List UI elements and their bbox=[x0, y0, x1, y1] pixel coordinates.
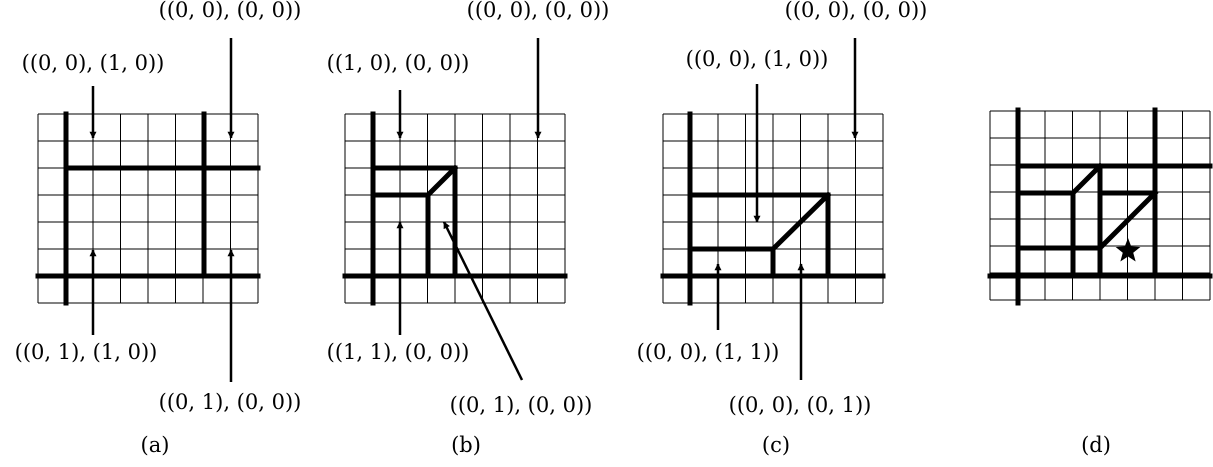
label-c-bottom-right: ((0, 0), (0, 1)) bbox=[729, 393, 872, 417]
label-a-bottom-left: ((0, 1), (1, 0)) bbox=[15, 340, 158, 364]
panel-c: ((0, 0), (1, 0)) ((0, 0), (0, 0)) ((0, 0… bbox=[637, 0, 928, 457]
arrows-c bbox=[714, 38, 859, 380]
thick-lines-b bbox=[342, 111, 568, 306]
label-c-top-left: ((0, 0), (1, 0)) bbox=[686, 47, 829, 71]
thick-lines-d bbox=[987, 107, 1213, 306]
panel-b: ((1, 0), (0, 0)) ((0, 0), (0, 0)) ((1, 1… bbox=[327, 0, 610, 457]
star-icon bbox=[1115, 238, 1141, 262]
label-b-bottom-right: ((0, 1), (0, 0)) bbox=[450, 393, 593, 417]
caption-c: (c) bbox=[762, 433, 790, 457]
label-a-top-right: ((0, 0), (0, 0)) bbox=[159, 0, 302, 22]
caption-b: (b) bbox=[451, 433, 481, 457]
thick-lines-a bbox=[35, 111, 261, 306]
arrows-b bbox=[396, 38, 542, 381]
panel-d: (d) bbox=[987, 107, 1213, 457]
caption-a: (a) bbox=[141, 433, 170, 457]
label-b-top-left: ((1, 0), (0, 0)) bbox=[327, 51, 470, 75]
label-a-top-left: ((0, 0), (1, 0)) bbox=[22, 51, 165, 75]
thick-lines-c bbox=[660, 111, 886, 306]
label-b-bottom-left: ((1, 1), (0, 0)) bbox=[327, 340, 470, 364]
caption-d: (d) bbox=[1081, 433, 1111, 457]
label-c-bottom-left: ((0, 0), (1, 1)) bbox=[637, 340, 780, 364]
panel-a: ((0, 0), (0, 0)) ((0, 0), (1, 0)) ((0, 1… bbox=[15, 0, 302, 457]
label-b-top-right: ((0, 0), (0, 0)) bbox=[467, 0, 610, 22]
label-c-top-right: ((0, 0), (0, 0)) bbox=[785, 0, 928, 22]
arrows-a bbox=[89, 38, 235, 382]
label-a-bottom-right: ((0, 1), (0, 0)) bbox=[159, 390, 302, 414]
